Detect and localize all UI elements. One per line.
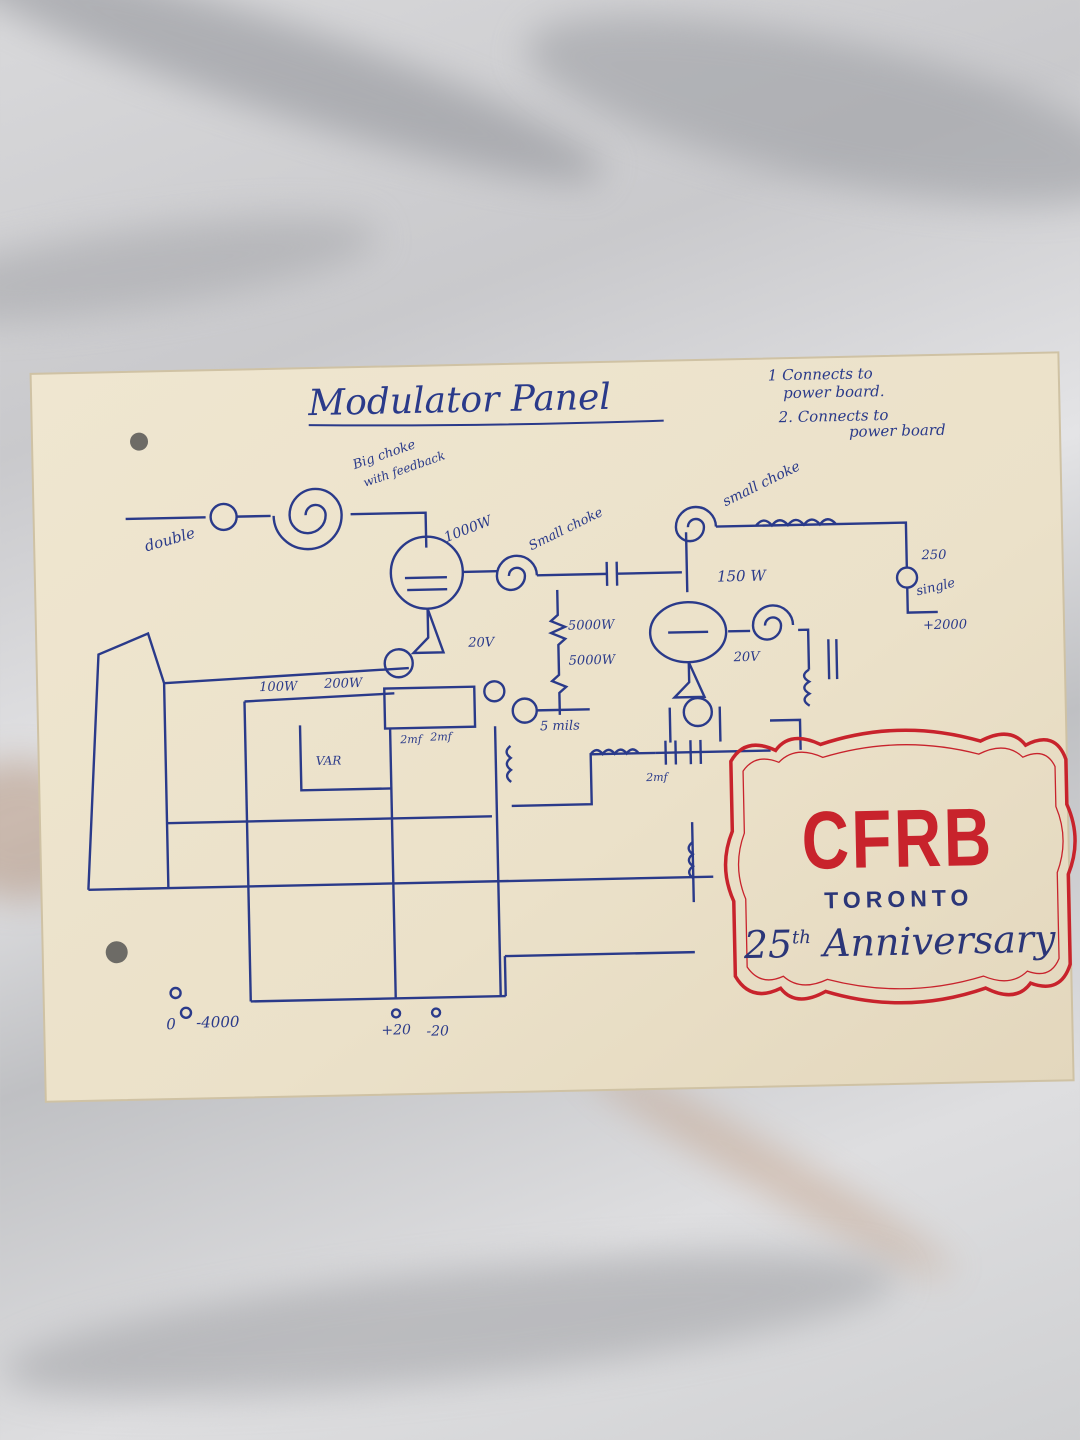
anniv-suffix: th: [791, 927, 812, 949]
note-line: power board: [849, 421, 946, 441]
logo-city: TORONTO: [823, 884, 974, 914]
note-line: power board.: [783, 382, 885, 402]
label-res-200: 200W: [323, 676, 364, 692]
logo-brand: CFRB: [800, 791, 995, 887]
marble-vein: [0, 0, 617, 216]
marble-vein: [0, 1223, 904, 1427]
label-cap-2mf: 2mf: [399, 733, 424, 747]
marble-vein: [512, 0, 1080, 243]
label-plus20: +20: [381, 1022, 411, 1039]
circuit-ink: [87, 487, 938, 1019]
booklet-cover: Modulator Panel 1 Connects to power boar…: [22, 334, 1080, 1111]
anniv-number: 25: [743, 922, 793, 968]
label-var: VAR: [316, 753, 342, 768]
label-cap-2mf: 2mf: [645, 771, 670, 785]
label-v20-right: 20V: [733, 650, 762, 666]
title-underline: [308, 419, 664, 427]
paper-sheet: [29, 351, 1075, 1103]
label-minus4000: -4000: [196, 1013, 240, 1032]
note-line: 1 Connects to: [768, 364, 873, 384]
marble-vein: [0, 195, 384, 345]
label-out-volt: 250: [920, 548, 946, 564]
sketch-title: Modulator Panel: [307, 377, 611, 424]
sketch-canvas: Modulator Panel 1 Connects to power boar…: [29, 351, 1077, 1103]
label-zero: 0: [166, 1015, 176, 1033]
label-cap-2mf: 2mf: [429, 730, 454, 744]
logo-frame: [723, 728, 1077, 1005]
label-res-5000a: 5000W: [568, 618, 616, 634]
label-res-5000b: 5000W: [569, 653, 617, 669]
label-tube2-power: 150 W: [717, 567, 768, 586]
label-v20-left: 20V: [467, 635, 496, 651]
punch-hole: [130, 432, 149, 451]
note-line: 2. Connects to: [777, 406, 888, 426]
label-five-mils: 5 mils: [540, 718, 580, 734]
logo-anniversary: 25th Anniversary: [739, 916, 1060, 968]
punch-hole: [105, 941, 128, 964]
label-minus20: -20: [426, 1023, 449, 1039]
anniv-word: Anniversary: [822, 916, 1056, 966]
label-plus2000: +2000: [923, 617, 967, 633]
label-res-100: 100W: [259, 679, 299, 695]
